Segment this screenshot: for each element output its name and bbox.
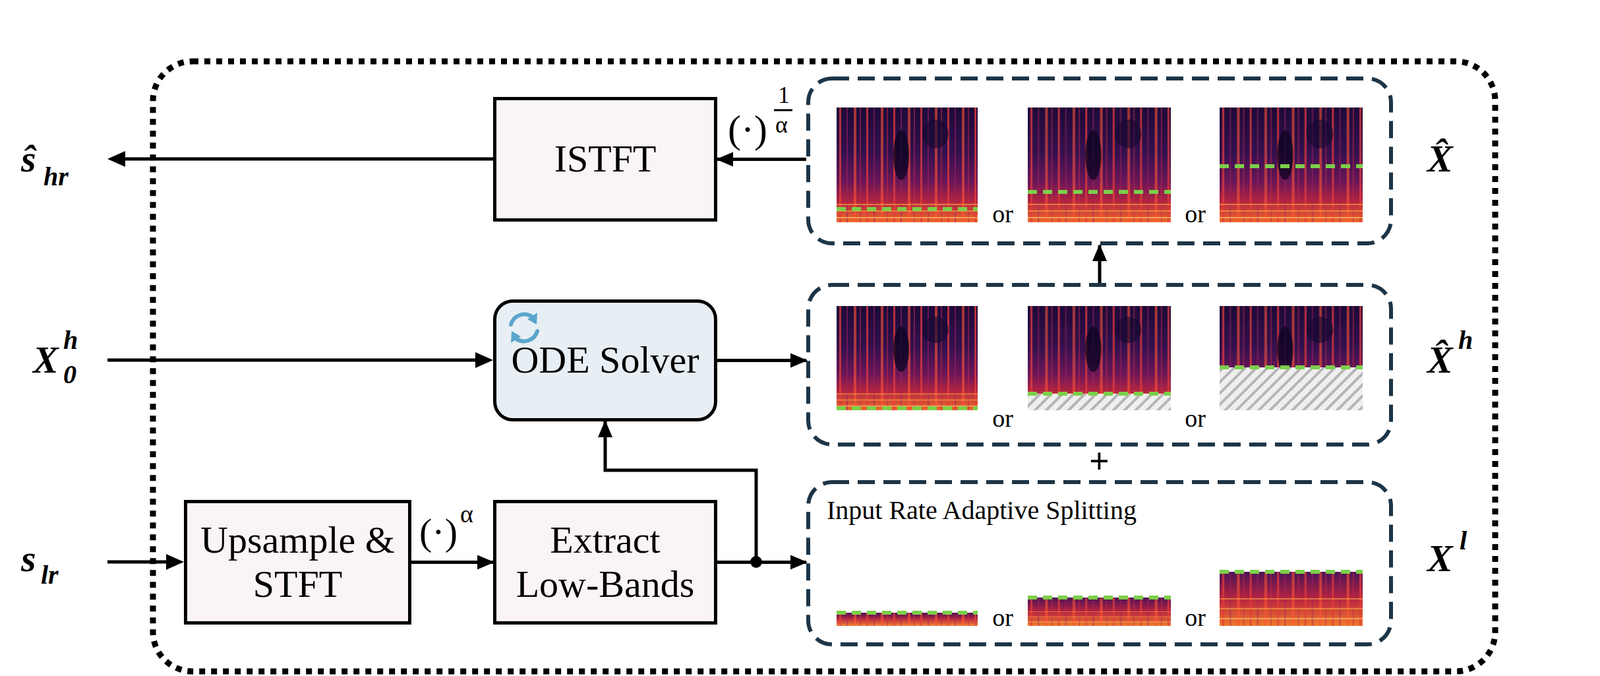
math-symbol: X̂: [1427, 139, 1453, 178]
spectrogram-images: [836, 107, 1363, 626]
box-label: ISTFT: [554, 137, 657, 182]
band-split-lines: [836, 166, 1363, 613]
cycle-icon-head: [510, 330, 521, 343]
box-label: ODE Solver: [510, 338, 699, 383]
process-box: ODE Solver: [493, 299, 718, 422]
dashed-border: [808, 78, 1392, 244]
or-text: or: [992, 404, 1014, 433]
connector-arrow: [1098, 245, 1102, 283]
fraction-bar: [773, 109, 793, 112]
math-symbol: α: [775, 112, 788, 137]
math-symbol: h: [1458, 326, 1473, 354]
edge-label: (·): [419, 512, 458, 552]
connector-arrow: [717, 358, 807, 362]
outer-dotted-frame: [152, 61, 1496, 672]
panel-outline: [806, 76, 1393, 246]
math-symbol: h: [63, 326, 78, 354]
math-symbol: X: [1427, 539, 1453, 578]
group-panel: or or: [806, 282, 1393, 447]
math-symbol: 1: [777, 83, 790, 107]
math-symbol: +: [1089, 443, 1110, 479]
box-label: Upsample & STFT: [197, 518, 399, 606]
math-symbol: l: [1459, 527, 1467, 554]
math-symbol: X̂: [1427, 340, 1453, 380]
dashed-border: [808, 481, 1392, 645]
cycle-icon-head: [527, 312, 538, 325]
math-symbol: s: [21, 539, 37, 578]
connector-arrow: [717, 157, 807, 161]
box-label: Extract Low-Bands: [506, 518, 705, 606]
math-symbol: hr: [43, 163, 69, 190]
panel-title: Input Rate Adaptive Splitting: [826, 495, 1137, 525]
math-symbol: ŝ: [21, 139, 37, 178]
or-text: or: [1184, 200, 1206, 229]
math-symbol: X: [32, 340, 59, 380]
math-symbol: α: [460, 501, 474, 527]
connector-arrow: [411, 560, 494, 564]
or-text: or: [1184, 603, 1206, 632]
group-panel: or or: [806, 76, 1393, 246]
group-panel: Input Rate Adaptive Splitting or or: [806, 479, 1393, 647]
math-symbol: 0: [63, 361, 77, 388]
process-box: ISTFT: [493, 96, 718, 222]
dashed-border: [808, 284, 1392, 445]
cycle-icon: [510, 314, 538, 342]
panel-outline: [806, 282, 1393, 447]
or-text: or: [992, 200, 1014, 229]
process-box: Upsample & STFT: [183, 499, 412, 625]
process-box: Extract Low-Bands: [493, 499, 718, 625]
math-symbol: lr: [40, 561, 59, 589]
or-text: or: [1184, 404, 1206, 433]
edge-label: (·): [727, 109, 768, 149]
or-text: or: [992, 603, 1014, 632]
